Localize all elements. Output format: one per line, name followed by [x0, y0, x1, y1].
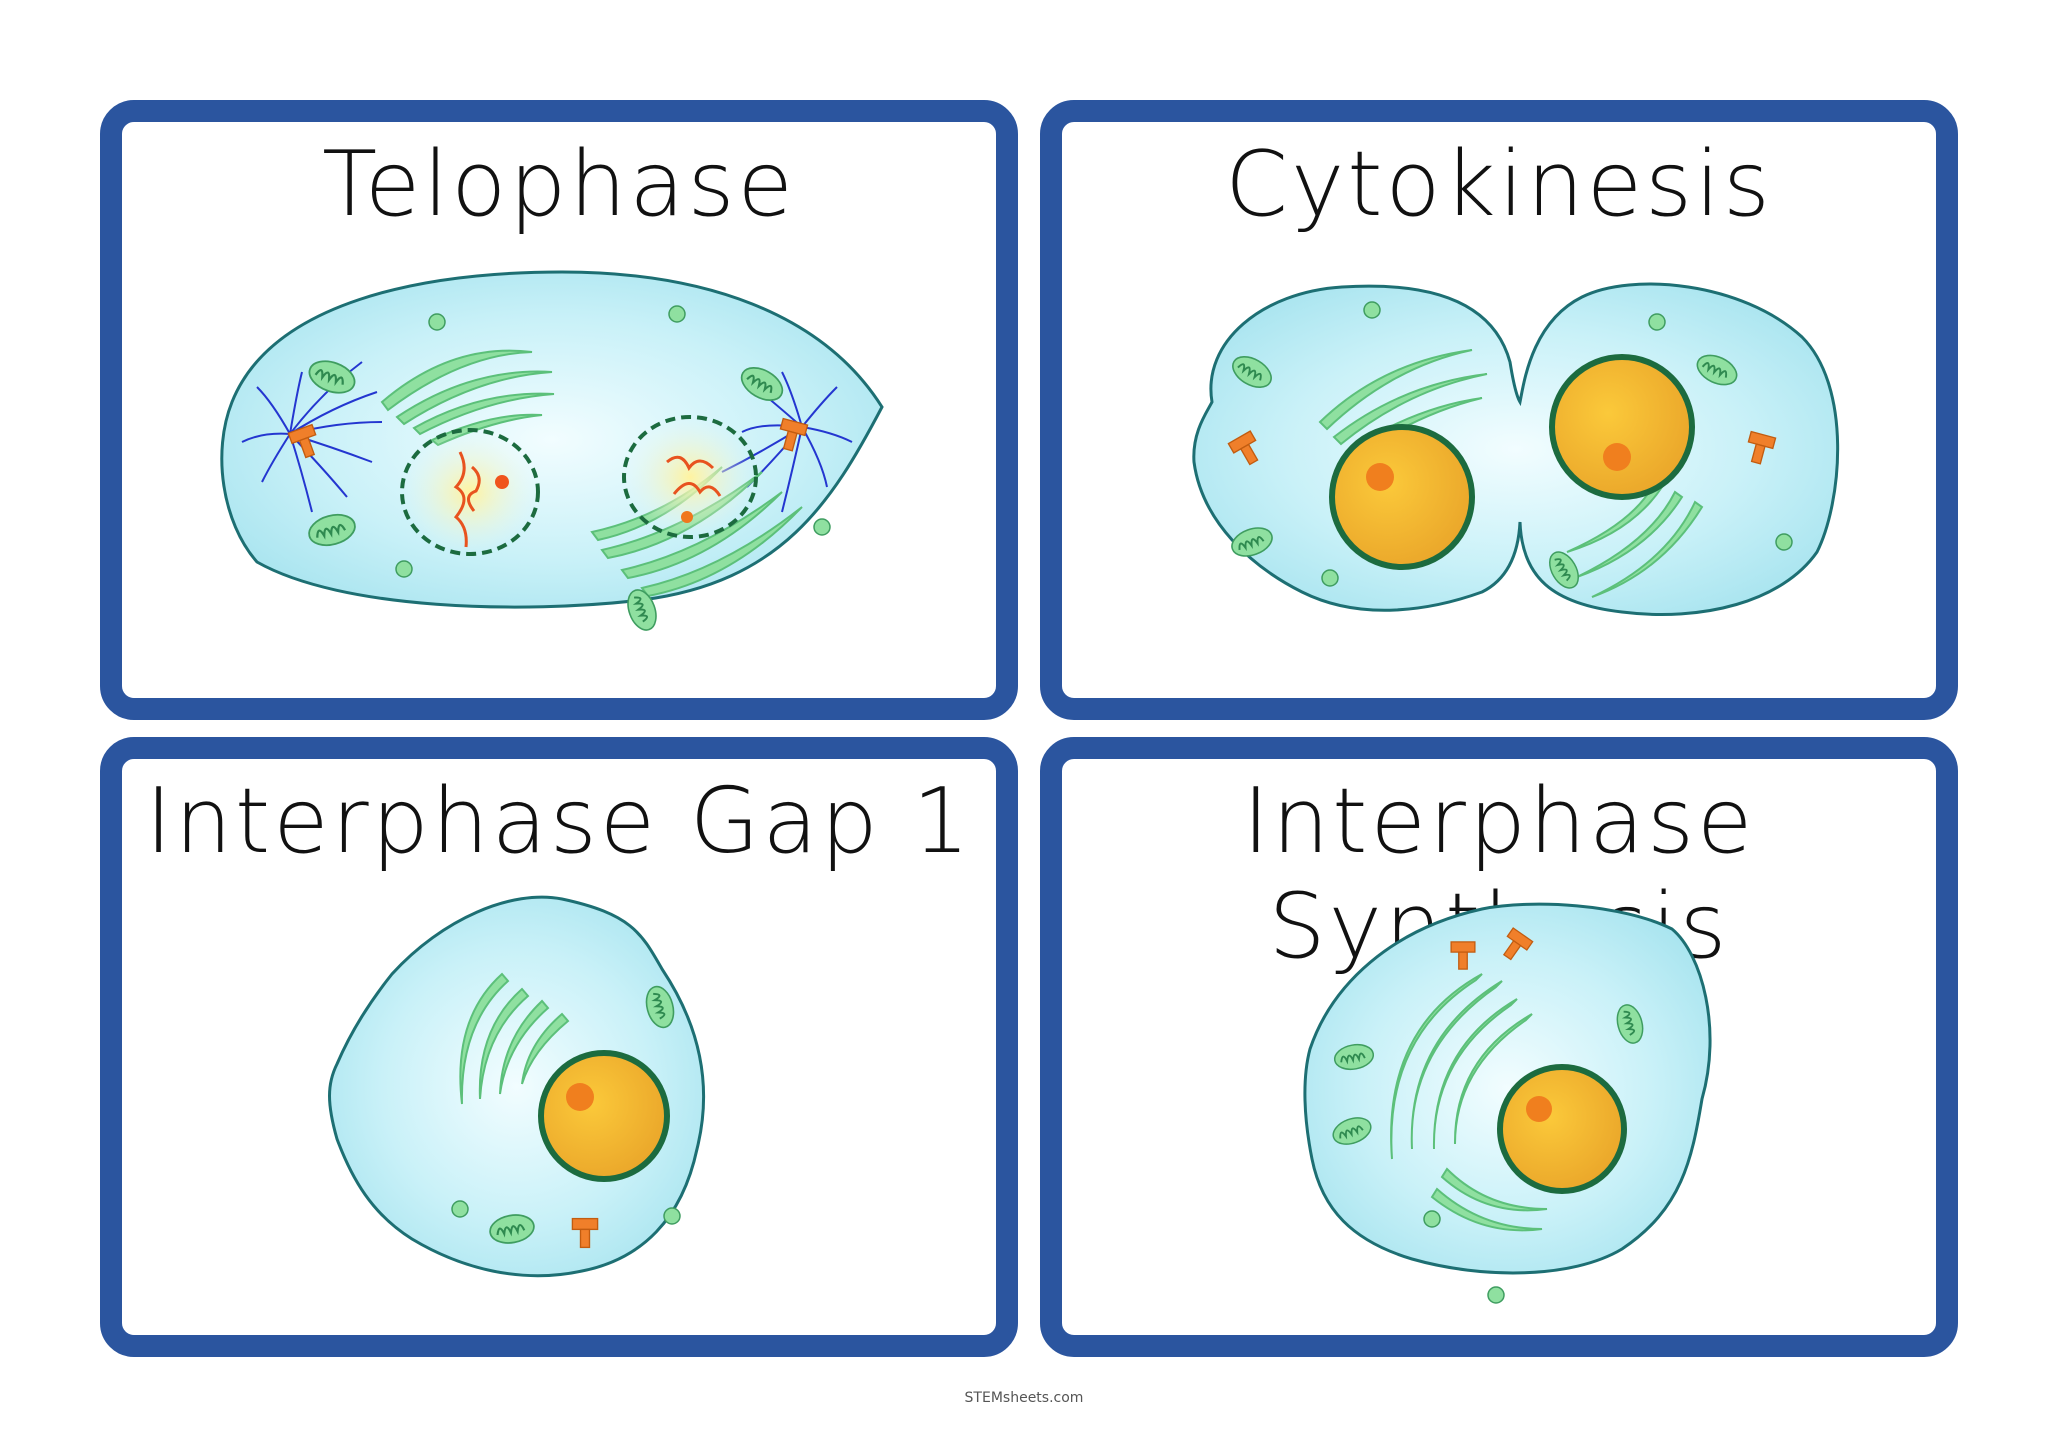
interphase-gap-1-cell-diagram	[328, 895, 706, 1278]
golgi-apparatus	[1390, 973, 1548, 1232]
card-interphase-synthesis: Interphase Synthesis	[1040, 737, 1958, 1357]
nucleus-right	[1549, 354, 1695, 500]
card-telophase: Telophase	[100, 100, 1018, 720]
nucleus	[538, 1050, 670, 1182]
vesicles	[395, 305, 831, 578]
nucleus-right	[622, 415, 758, 539]
vesicles	[1423, 1210, 1505, 1304]
card-cytokinesis: Cytokinesis	[1040, 100, 1958, 720]
nucleus-left	[1329, 424, 1475, 570]
card-title: Telophase	[322, 132, 796, 237]
nucleus-left	[400, 428, 540, 556]
golgi-apparatus	[459, 972, 570, 1105]
card-title: Interphase Gap 1	[145, 769, 973, 874]
vesicles	[451, 1200, 681, 1225]
cell-membrane	[1303, 902, 1712, 1275]
vesicles	[1321, 301, 1793, 587]
footer-credit: STEMsheets.com	[964, 1390, 1084, 1406]
cytokinesis-cell-diagram	[1192, 282, 1840, 616]
card-interphase-gap-1: Interphase Gap 1	[100, 737, 1018, 1357]
golgi-apparatus-lower	[590, 466, 803, 598]
nucleus	[1497, 1064, 1627, 1194]
interphase-synthesis-cell-diagram	[1303, 902, 1712, 1304]
card-title: Cytokinesis	[1225, 132, 1773, 237]
telophase-cell-diagram	[220, 270, 884, 635]
cell-membrane	[1192, 282, 1840, 616]
